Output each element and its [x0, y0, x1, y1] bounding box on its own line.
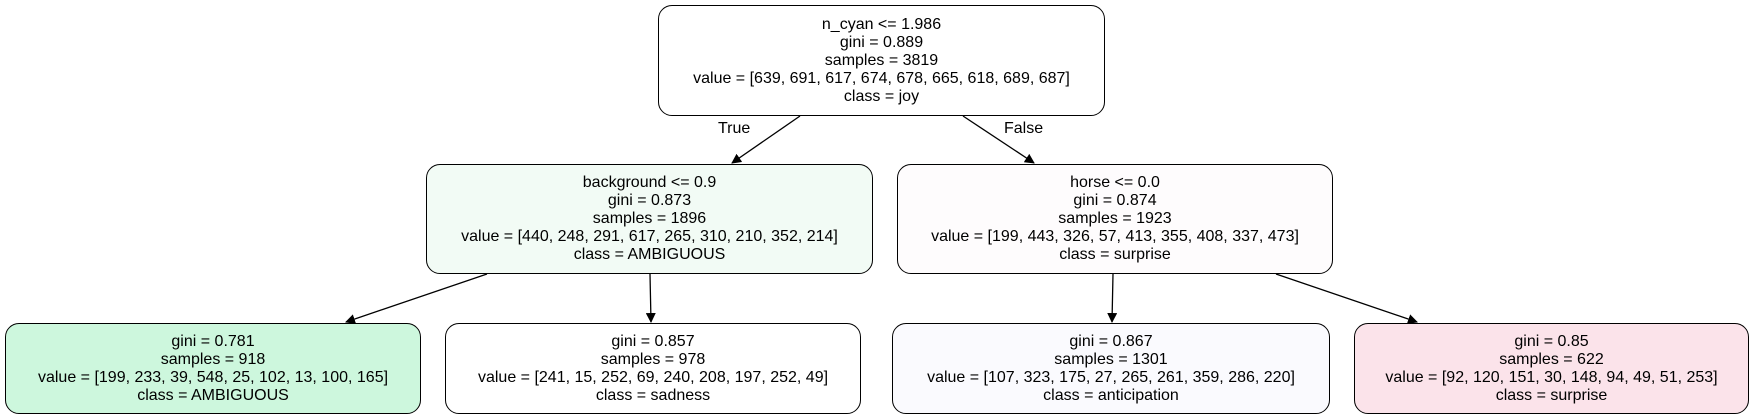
node-gini: gini = 0.85 — [1514, 332, 1589, 350]
node-gini: gini = 0.889 — [839, 33, 924, 51]
edge-root-to-right — [962, 115, 1035, 164]
node-value: value = [241, 15, 252, 69, 240, 208, 197… — [477, 368, 829, 386]
node-value: value = [199, 443, 326, 57, 413, 355, 40… — [931, 228, 1299, 245]
node-samples: samples = 918 — [160, 350, 266, 368]
tree-leaf-right-right: gini = 0.85 samples = 622 value = [92, 1… — [1354, 323, 1749, 414]
node-samples: samples = 622 — [1499, 350, 1604, 368]
edge-left-to-left-left — [345, 273, 488, 324]
node-gini: gini = 0.857 — [611, 332, 695, 350]
node-samples: samples = 1896 — [592, 210, 707, 227]
node-samples: samples = 3819 — [824, 51, 939, 69]
tree-leaf-left-left: gini = 0.781 samples = 918 value = [199,… — [5, 323, 421, 414]
tree-leaf-right-left: gini = 0.867 samples = 1301 value = [107… — [892, 323, 1330, 414]
node-gini: gini = 0.781 — [171, 332, 255, 350]
edge-label-false: False — [1004, 120, 1044, 137]
tree-leaf-left-right: gini = 0.857 samples = 978 value = [241,… — [445, 323, 861, 414]
node-split-rule: background <= 0.9 — [582, 174, 717, 191]
node-samples: samples = 1923 — [1058, 210, 1172, 227]
node-value: value = [92, 120, 151, 30, 148, 94, 49, … — [1385, 368, 1718, 386]
node-value: value = [107, 323, 175, 27, 265, 261, 35… — [927, 368, 1295, 386]
node-class: class = surprise — [1495, 386, 1608, 404]
node-value: value = [199, 233, 39, 548, 25, 102, 13,… — [37, 368, 389, 386]
node-gini: gini = 0.874 — [1073, 192, 1157, 209]
tree-node-root: n_cyan <= 1.986 gini = 0.889 samples = 3… — [658, 5, 1105, 116]
node-gini: gini = 0.873 — [607, 192, 692, 209]
node-gini: gini = 0.867 — [1069, 332, 1153, 350]
node-value: value = [639, 691, 617, 674, 678, 665, 6… — [693, 69, 1070, 87]
tree-node-left: background <= 0.9 gini = 0.873 samples =… — [426, 164, 873, 274]
node-class: class = AMBIGUOUS — [137, 386, 289, 404]
node-value: value = [440, 248, 291, 617, 265, 310, 2… — [461, 228, 838, 245]
edge-root-to-left — [731, 115, 801, 164]
node-split-rule: horse <= 0.0 — [1070, 174, 1160, 191]
node-samples: samples = 978 — [600, 350, 706, 368]
node-class: class = sadness — [595, 386, 711, 404]
tree-node-right: horse <= 0.0 gini = 0.874 samples = 1923… — [897, 164, 1333, 274]
node-class: class = surprise — [1059, 246, 1171, 263]
node-class: class = joy — [843, 87, 920, 105]
edge-label-true: True — [718, 120, 751, 137]
node-class: class = anticipation — [1043, 386, 1179, 404]
node-class: class = AMBIGUOUS — [573, 246, 726, 263]
node-split-rule: n_cyan <= 1.986 — [821, 15, 942, 33]
node-samples: samples = 1301 — [1054, 350, 1168, 368]
edge-right-to-right-right — [1275, 273, 1418, 324]
edge-left-to-left-right — [645, 273, 656, 323]
edge-right-to-right-left — [1107, 273, 1118, 323]
